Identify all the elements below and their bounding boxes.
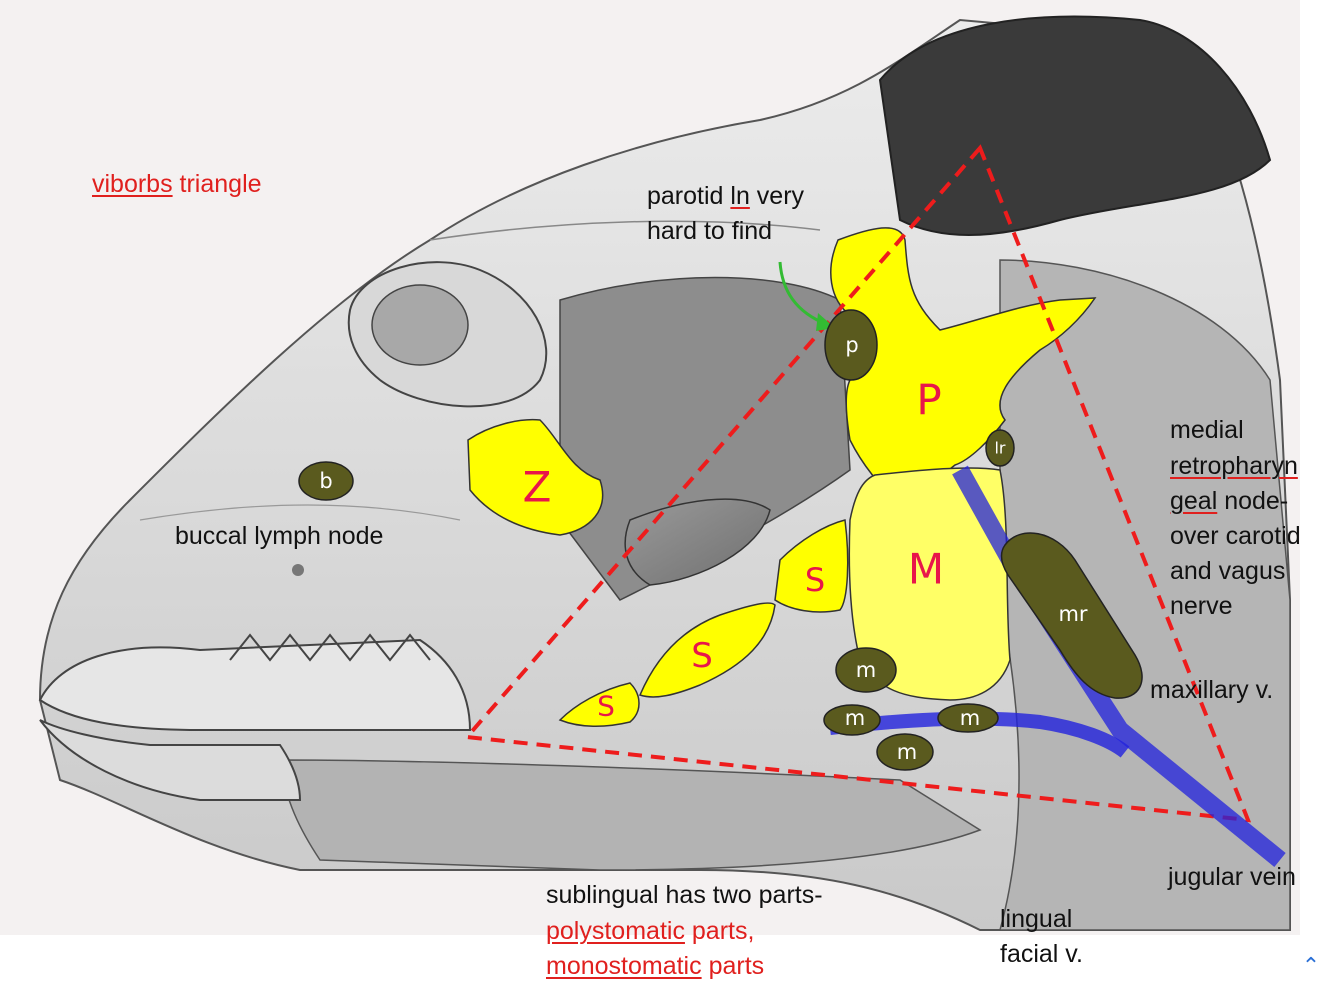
jugular-vein-label: jugular vein [1168,863,1296,891]
lower-jaw [39,719,302,801]
lingual-facial-vein [829,711,1130,758]
teeth [229,633,431,662]
viborg-word: viborbs [92,170,173,198]
polystomatic-rest: parts, [684,917,755,945]
sublingual-label-line2: polystomatic parts, [546,914,754,949]
sublingual-part-3-shape [558,682,640,728]
medial-retropharyngeal-node-letter: mr [1058,602,1088,626]
ear-hair [878,15,1272,236]
mandible-muscle-b [279,759,982,871]
sublingual-part-3-letter: S [597,689,615,723]
viborg-triangle-label: viborbs triangle [92,167,262,202]
zygomatic-gland-letter: Z [522,462,552,512]
mandibular-gland-letter: M [907,544,945,594]
medial-retro-label-line5: and vagus [1170,557,1286,585]
monostomatic-rest: parts [701,952,765,980]
sublingual-label-line1: sublingual has two parts- [546,881,823,909]
sublingual-part-2-letter: S [691,636,713,676]
lingual-facial-label-line1: lingual [1000,905,1073,933]
parotid-text-c: very [749,182,805,210]
parotid-text-a: parotid [647,182,731,210]
medial-retro-label-line6: nerve [1170,592,1233,620]
sublingual-label-line3: monostomatic parts [546,949,764,984]
monostomatic-word: monostomatic [546,952,702,980]
viborg-rest: triangle [172,170,262,198]
medial-retropharyngeal-node-shape [1000,532,1143,699]
upper-jaw [38,638,472,731]
buccal-node-label: buccal lymph node [175,522,384,550]
lateral-retropharyngeal-node-shape [985,429,1015,467]
chevron-up-icon[interactable]: ⌃ [1301,954,1321,979]
medial-retro-label-line1: medial [1170,416,1244,444]
buccal-node-letter: b [319,469,333,493]
mandibular-node-2-letter: m [844,706,866,730]
mandibular-node-1-shape [835,647,897,693]
lateral-retropharyngeal-node-letter: lr [994,438,1006,458]
viborg-triangle [462,144,1252,823]
facial-crest [139,504,461,521]
maxillary-vein-label: maxillary v. [1150,676,1274,704]
buccal-node-shape [298,461,354,501]
neck-muscles [999,259,1291,931]
parotid-node-label-line1: parotid ln very [647,179,804,214]
mandibular-node-4-letter: m [959,706,981,730]
medial-retro-label-line4: over carotid [1170,522,1301,550]
mandibular-node-2-shape [823,704,881,736]
parotid-node-label-line2: hard to find [647,217,773,245]
parotid-node-letter: p [845,333,859,357]
medial-node: node- [1217,487,1289,515]
parotid-gland-letter: P [916,375,942,425]
parotid-text-ln: ln [730,182,750,210]
sublingual-part-1-shape [774,519,849,613]
medial-retro-label-line2: retropharyn [1170,452,1298,480]
medial-geal: geal [1170,487,1218,515]
mandibular-gland-shape [848,467,1011,701]
sublingual-part-1-letter: S [804,561,826,599]
orbit-inner [371,284,469,366]
medial-retro-label-line3: geal node- [1170,484,1288,519]
zygomatic-gland-shape [467,418,604,536]
mandibular-node-3-shape [876,733,934,771]
sublingual-part-2-shape [638,602,776,698]
masseter-muscle-g [624,498,771,586]
infraorbital-foramen [292,564,304,576]
mandibular-node-3-letter: m [896,740,918,764]
mandibular-node-4-shape [937,703,999,733]
mandibular-node-1-letter: m [855,658,877,682]
parotid-node-shape [824,309,878,381]
skull-ridge [429,220,821,241]
lingual-facial-label-line2: facial v. [1000,940,1083,968]
polystomatic-word: polystomatic [546,917,685,945]
